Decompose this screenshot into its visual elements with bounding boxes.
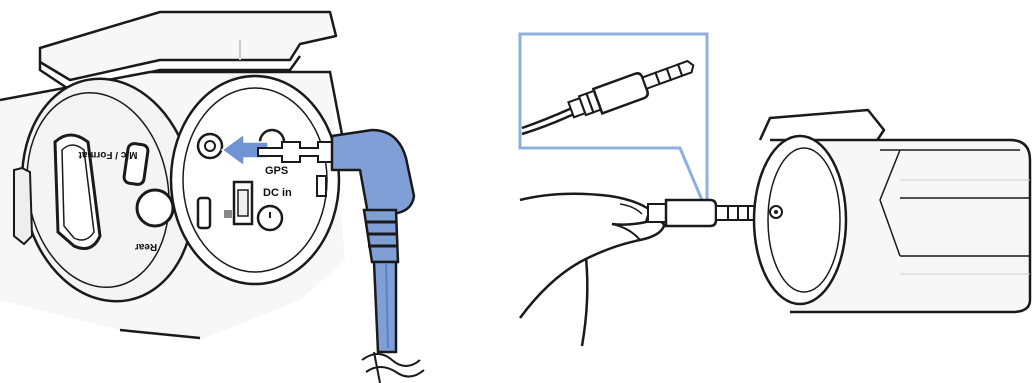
hand-icon [520, 194, 664, 346]
mic-format-label: Mic / Format [78, 149, 138, 160]
usb-slot [198, 198, 210, 228]
rear-plug [648, 200, 758, 226]
port-panel: GPS DC in [171, 76, 339, 284]
dc-in-label: DC in [263, 187, 292, 199]
front-camera-illustration: Mic / Format Rear GPS [0, 12, 424, 383]
gps-label: GPS [265, 165, 288, 177]
indicator-slot [317, 176, 326, 196]
rear-label: Rear [135, 241, 157, 252]
rear-port [137, 190, 173, 226]
rear-camera-illustration [520, 34, 1030, 346]
gps-port-icon [198, 134, 222, 158]
rear-camera-icon [754, 110, 1030, 312]
callout-frame-icon [520, 34, 707, 212]
cable-break-icon [362, 352, 424, 383]
